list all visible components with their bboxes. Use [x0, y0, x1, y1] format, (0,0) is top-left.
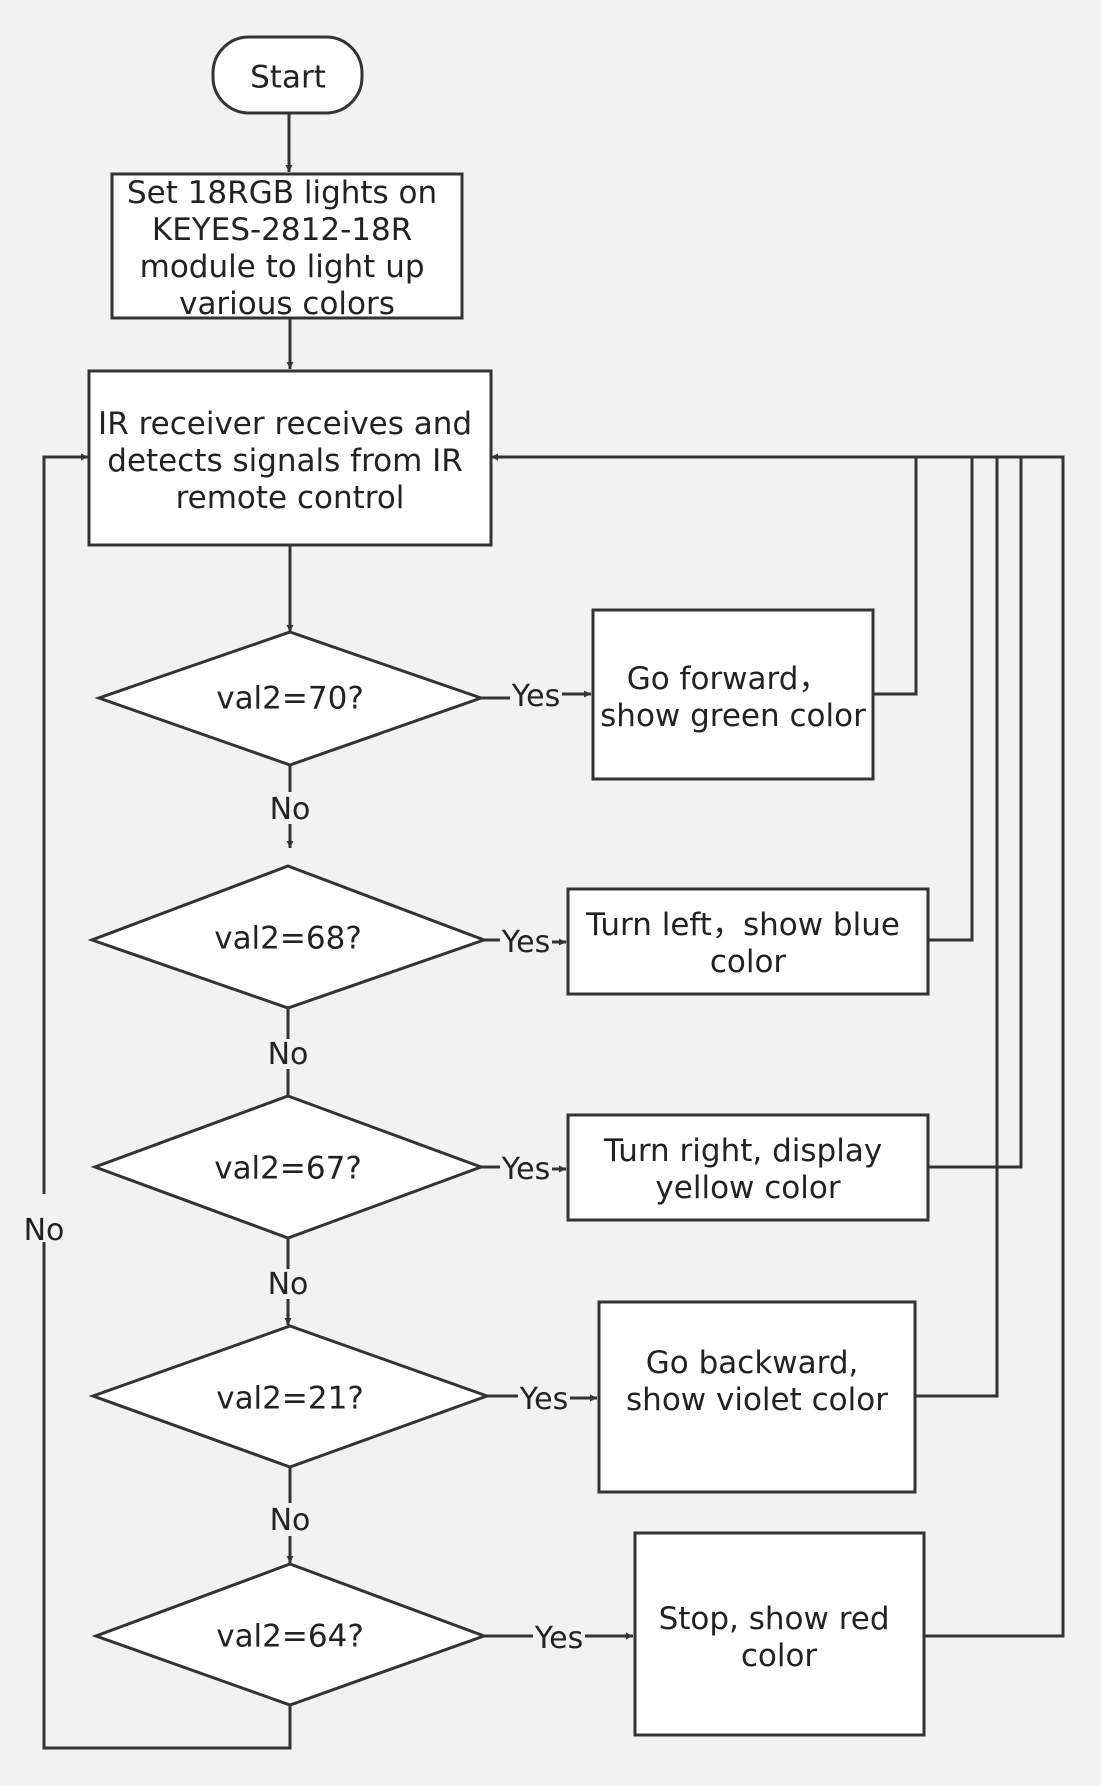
no-label-68: No — [268, 1037, 309, 1072]
yes-label-67: Yes — [501, 1152, 550, 1187]
loop-forward-return — [872, 457, 918, 696]
decision-val2-70: val2=70? — [94, 630, 486, 767]
svg-text:Stop, show red color: Stop, show red color — [659, 1601, 900, 1674]
start-label: Start — [250, 60, 326, 96]
svg-text:val2=21?: val2=21? — [216, 1381, 364, 1417]
decision-val2-21: val2=21? — [88, 1324, 492, 1469]
svg-text:val2=68?: val2=68? — [214, 921, 362, 957]
svg-text:val2=70?: val2=70? — [216, 681, 364, 717]
svg-text:Turn left，show blue colo: Turn left，show blue color — [585, 907, 910, 980]
loop-backward-return — [915, 457, 999, 1398]
start-terminal: Start — [211, 35, 364, 115]
decision-val2-68: val2=68? — [87, 864, 489, 1010]
yes-label-64: Yes — [534, 1621, 583, 1656]
action-turn-left: Turn left，show blue color — [566, 887, 930, 996]
action-stop: Stop, show red color — [633, 1531, 926, 1737]
no-label-67: No — [268, 1267, 309, 1302]
loop-stop-return — [491, 453, 1065, 1638]
action-go-backward: Go backward, show violet color — [597, 1300, 917, 1494]
decision-val2-67: val2=67? — [90, 1094, 486, 1240]
action-go-forward: Go forward， show green color — [591, 608, 875, 781]
loop-no-return — [42, 1242, 292, 1750]
ir-text: IR receiver receives and detects signals… — [98, 406, 482, 516]
ir-process-box: IR receiver receives and detects signals… — [87, 369, 493, 547]
svg-text:Go backward, show violet: Go backward, show violet color — [626, 1345, 888, 1418]
svg-text:val2=67?: val2=67? — [214, 1151, 362, 1187]
yes-label-21: Yes — [519, 1382, 568, 1417]
decision-val2-64: val2=64? — [91, 1562, 489, 1707]
svg-text:Turn right, display yell: Turn right, display yellow color — [603, 1133, 892, 1206]
no-label-21: No — [270, 1503, 311, 1538]
yes-label-70: Yes — [511, 679, 560, 714]
svg-text:Go forward， show green c: Go forward， show green color — [600, 661, 866, 734]
action-turn-right: Turn right, display yellow color — [566, 1113, 930, 1222]
no-label-64: No — [24, 1213, 65, 1248]
setup-process-box: Set 18RGB lights on KEYES-2812-18R modul… — [110, 172, 464, 322]
loop-right-return — [927, 457, 1023, 1169]
svg-text:val2=64?: val2=64? — [216, 1619, 364, 1655]
yes-label-68: Yes — [501, 925, 550, 960]
no-label-70: No — [270, 792, 311, 827]
loop-left-return — [927, 457, 974, 942]
loop-no-return-upper — [42, 453, 88, 1194]
setup-text: Set 18RGB lights on KEYES-2812-18R modul… — [127, 175, 447, 322]
